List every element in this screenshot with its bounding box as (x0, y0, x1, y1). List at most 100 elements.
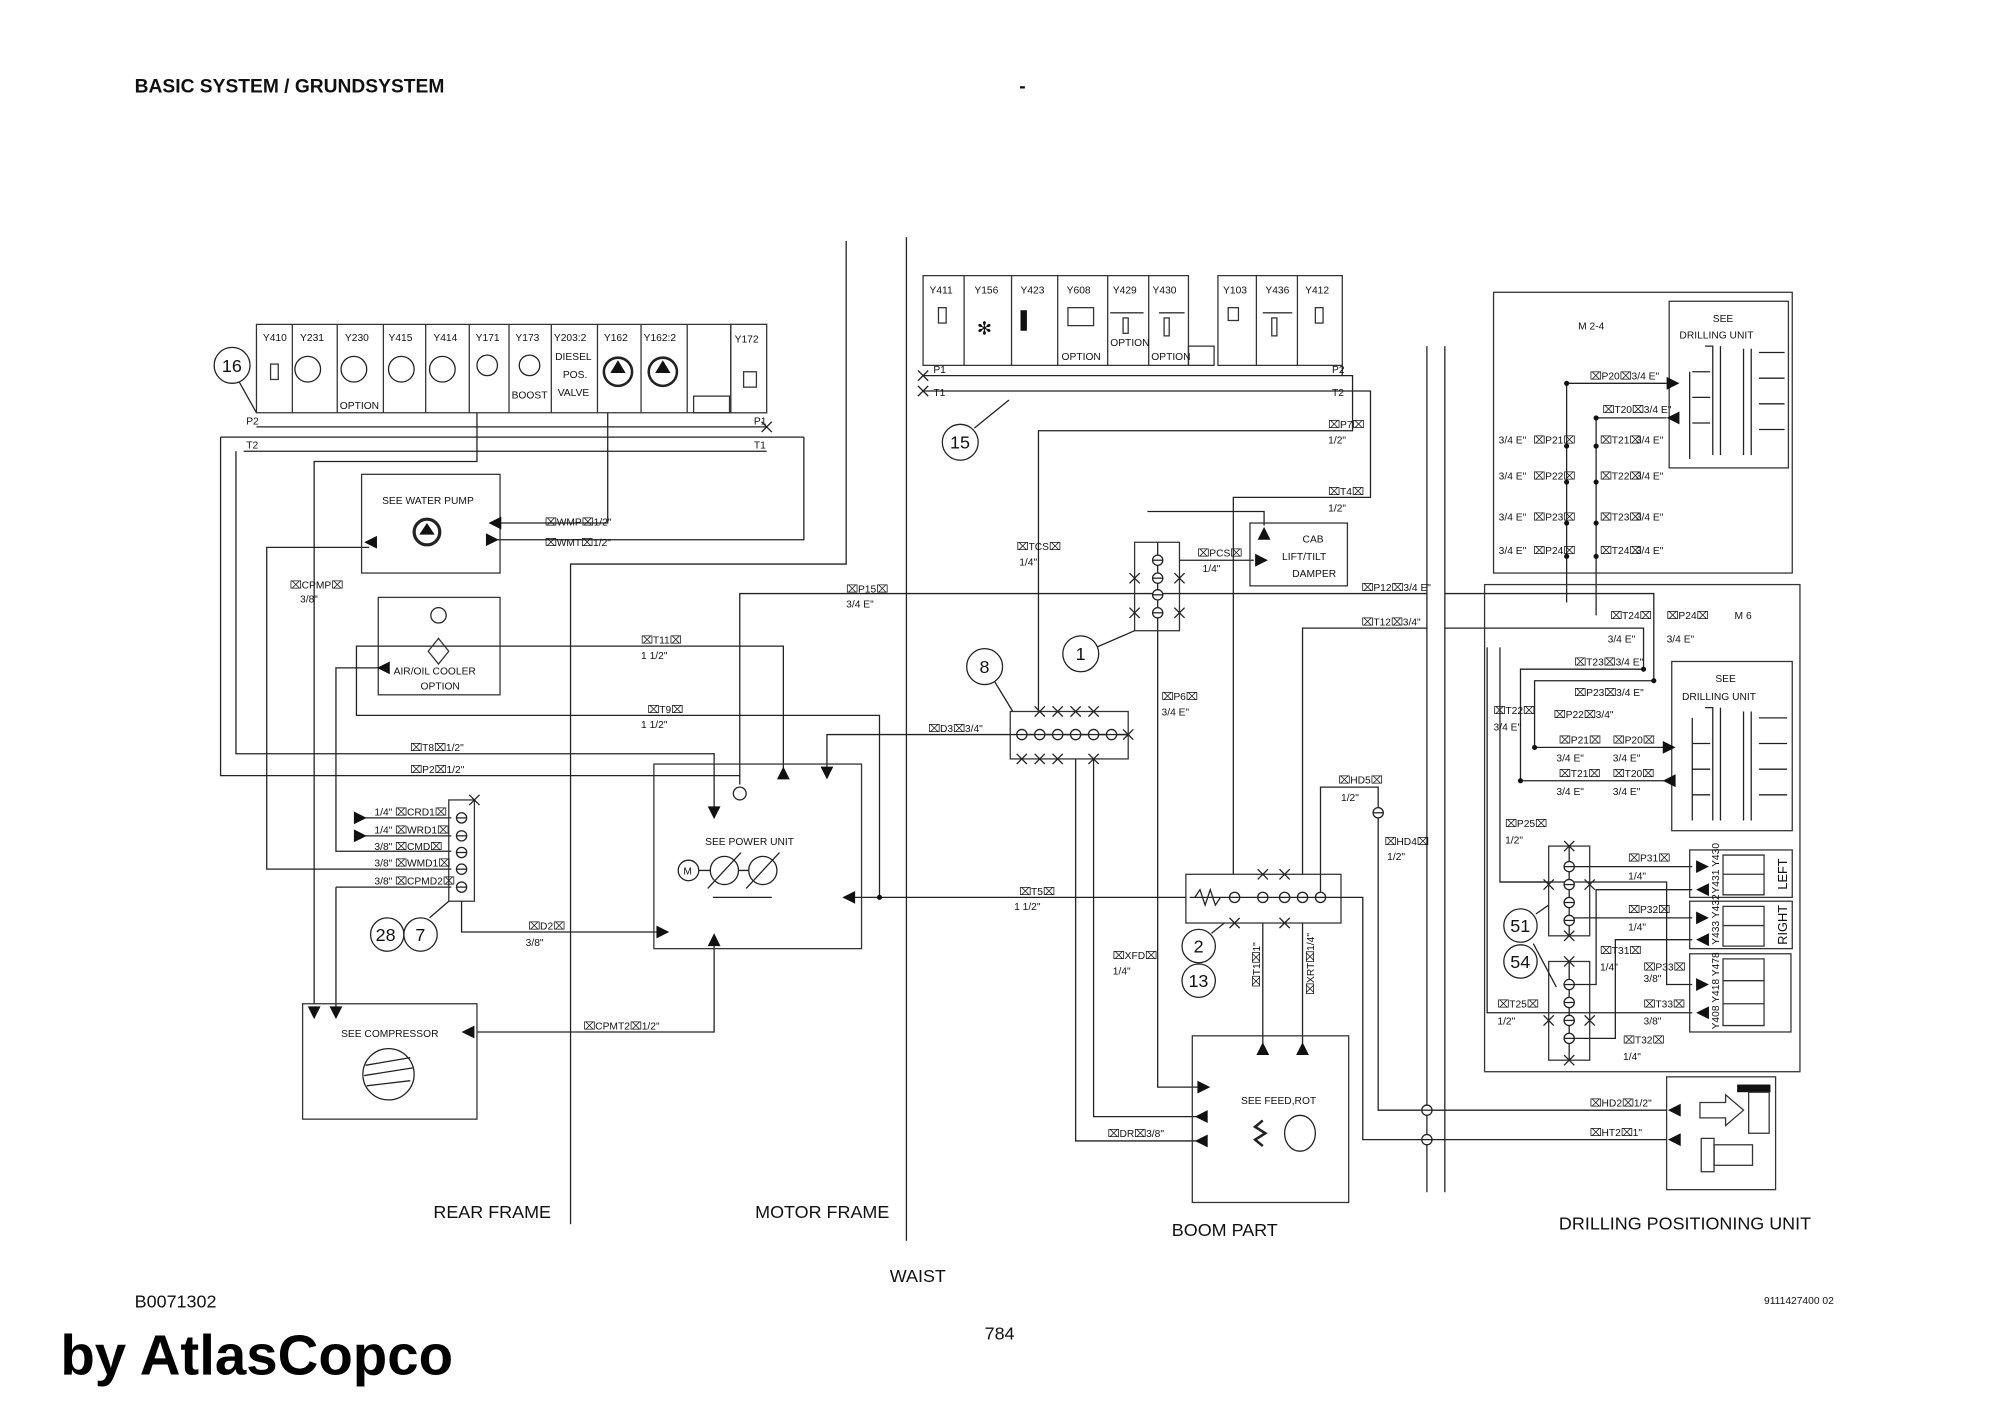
m24-label: M 2-4 (1578, 321, 1605, 332)
hose-p22: ⌧P22⌧ (1533, 471, 1575, 482)
arrowhead-icon (1667, 1103, 1681, 1117)
port-t2: T2 (1332, 388, 1344, 399)
callout-2: 2 (1181, 928, 1217, 964)
hose-t12: ⌧T12⌧3/4" (1362, 618, 1422, 629)
junction-dot (1564, 380, 1570, 386)
page-number: 784 (985, 1324, 1015, 1344)
arrowhead-icon (1194, 1134, 1208, 1148)
hose-hd4: ⌧HD4⌧ (1385, 837, 1429, 848)
third-valves-label: Y408 Y418 Y478 (1711, 952, 1722, 1029)
watermark: by AtlasCopco (60, 1323, 453, 1386)
hose-t4: ⌧T4⌧ (1328, 487, 1364, 498)
hose-p32: ⌧P32⌧ (1628, 905, 1670, 916)
option-note: OPTION (1110, 338, 1149, 349)
hose-p33: ⌧P33⌧ (1644, 962, 1686, 973)
port-p1: P1 (933, 365, 946, 376)
hose-t1: ⌧T1⌧1" (1252, 942, 1263, 987)
plug-x-icon (1034, 753, 1046, 765)
hose-row-size: 3/4 E" (1499, 436, 1527, 447)
hose-ht2: ⌧HT2⌧1" (1590, 1128, 1643, 1139)
hose-hd2: ⌧HD2⌧1/2" (1590, 1098, 1652, 1109)
arrowhead-icon (329, 1006, 343, 1020)
hose-m6-p22: ⌧P22⌧3/4" (1554, 710, 1614, 721)
port-and-arrow-marks (307, 370, 1709, 1148)
valve-y203-2: Y203:2 (554, 333, 587, 344)
callout-number: 13 (1188, 971, 1208, 991)
arrowhead-icon (820, 766, 834, 780)
hose-t25: ⌧T25⌧ (1497, 1000, 1538, 1011)
hose-xrt: ⌧XRT⌧1/4" (1306, 933, 1317, 995)
plug-x-icon (1173, 572, 1186, 584)
cab-damper-box: CAB LIFT/TILT DAMPER (1249, 522, 1349, 587)
port-t1: T1 (933, 388, 945, 399)
hose-t11: ⌧T11⌧ (641, 636, 682, 647)
drilling-unit-label: DRILLING UNIT (1679, 330, 1754, 341)
hose-p7: ⌧P7⌧ (1328, 420, 1364, 431)
hose-m6-t24-size: 3/4 E" (1608, 634, 1636, 645)
valve-y429: Y429 (1113, 286, 1137, 297)
arrowhead-icon (1696, 978, 1709, 991)
hose-p32-size: 1/4" (1628, 923, 1646, 934)
valve-y430: Y430 (1153, 286, 1177, 297)
plug-x-icon (1543, 878, 1555, 891)
valve-symbols (269, 354, 758, 388)
arrowhead-icon (1696, 860, 1709, 874)
plug-x-icon (1052, 705, 1064, 718)
section-drilling-positioning-unit: DRILLING POSITIONING UNIT (1559, 1213, 1811, 1233)
hose-cpmp-size: 3/8" (300, 595, 318, 606)
hose-p23: ⌧P23⌧ (1533, 512, 1575, 523)
hose-pcs-size: 1/4" (1203, 564, 1221, 575)
callout-1: 1 (1062, 635, 1100, 673)
arrowhead-icon (364, 535, 377, 549)
arrowhead-icon (461, 1025, 475, 1039)
hose-m6-t21: ⌧T21⌧ (1559, 769, 1600, 780)
callouts: 16 15 1 8 28 7 2 13 51 54 (213, 346, 1557, 999)
callout-7: 7 (403, 917, 438, 952)
valve-y608: Y608 (1067, 286, 1091, 297)
hose-t23: ⌧T23⌧ (1600, 512, 1641, 523)
valve-y231: Y231 (300, 333, 324, 344)
option-note: OPTION (1062, 352, 1101, 363)
hose-m6-t20-size: 3/4 E" (1613, 787, 1641, 798)
plug-x-icon (468, 794, 480, 806)
valve-y414: Y414 (433, 333, 457, 344)
hose-m6-t24: ⌧T24⌧ (1610, 611, 1651, 622)
arrowhead-icon (1255, 553, 1268, 567)
port-p2: P2 (1332, 365, 1345, 376)
valve-y103: Y103 (1223, 286, 1247, 297)
hose-m6-p23: ⌧P23⌧3/4 E" (1574, 688, 1644, 699)
hose-p33-size: 3/8" (1644, 974, 1662, 985)
hose-row-tsize: 3/4 E" (1636, 512, 1664, 523)
callout-number: 1 (1076, 644, 1086, 664)
power-unit-label: SEE POWER UNIT (705, 837, 795, 848)
hose-p2: ⌧P2⌧1/2" (410, 765, 464, 776)
waist-valve-block: ✻ Y411 Y156 Y423 Y608 Y429 Y430 Y103 Y43… (922, 274, 1345, 399)
hose-hd5-size: 1/2" (1341, 793, 1359, 804)
plug-x-icon (1563, 1054, 1575, 1066)
hose-t22: ⌧T22⌧ (1600, 471, 1641, 482)
hose-m6-t21-size: 3/4 E" (1556, 787, 1584, 798)
hose-xfd-size: 1/4" (1113, 966, 1131, 977)
cooler-option-label: OPTION (421, 682, 460, 693)
hose-p15-size: 3/4 E" (846, 600, 874, 611)
hose-hd4-size: 1/2" (1387, 852, 1405, 863)
hose-t33: ⌧T33⌧ (1644, 1000, 1685, 1011)
valve-y415: Y415 (389, 333, 413, 344)
hose-hd5: ⌧HD5⌧ (1338, 775, 1382, 786)
hose-p24: ⌧P24⌧ (1533, 546, 1575, 557)
arrowhead-icon (776, 766, 790, 780)
junction-dot (876, 894, 883, 900)
hose-pcs: ⌧PCS⌧ (1197, 548, 1242, 559)
hose-m6-p21: ⌧P21⌧ (1559, 736, 1601, 747)
hose-t8: ⌧T8⌧1/2" (410, 743, 464, 754)
motor-label: M (683, 866, 692, 877)
callout-13: 13 (1181, 963, 1217, 999)
hose-m6-t22: ⌧T22⌧ (1494, 706, 1535, 717)
junction-dot (1564, 479, 1570, 485)
valve-y173: Y173 (515, 333, 539, 344)
arrowhead-icon (1256, 1042, 1270, 1056)
arrowhead-icon (1696, 911, 1709, 925)
hose-t21: ⌧T21⌧ (1600, 436, 1641, 447)
hose-m6-p21-size: 3/4 E" (1556, 753, 1584, 764)
boost-note: BOOST (512, 391, 549, 402)
